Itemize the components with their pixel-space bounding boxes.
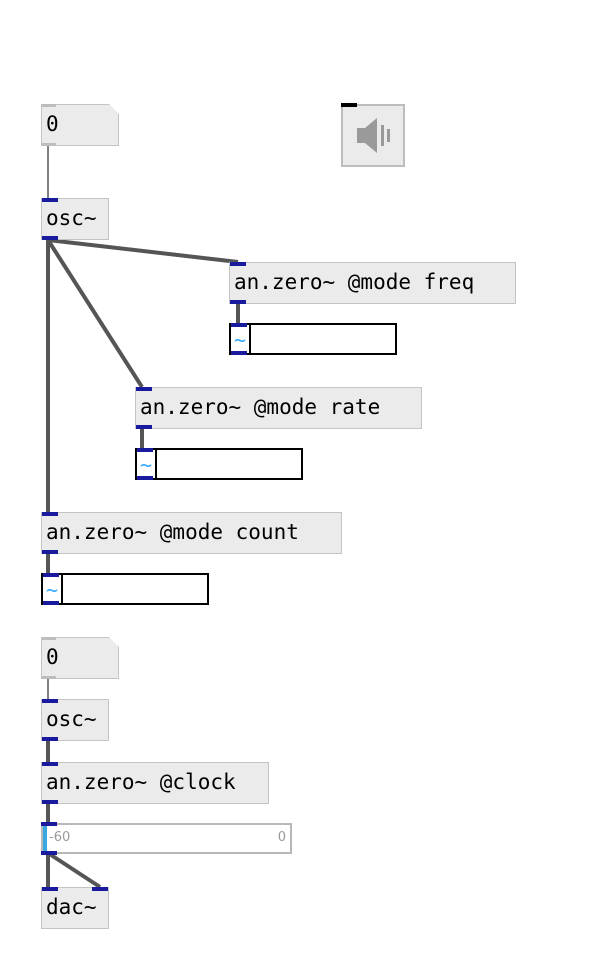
zero-clock-object[interactable]: an.zero~ @clock xyxy=(41,762,269,804)
zero-rate-object[interactable]: an.zero~ @mode rate xyxy=(135,387,422,429)
inlet[interactable] xyxy=(42,637,56,640)
osc-object-bottom[interactable]: osc~ xyxy=(41,699,109,741)
inlet[interactable] xyxy=(137,448,153,452)
dsp-toggle[interactable] xyxy=(341,103,405,167)
outlet[interactable] xyxy=(42,737,58,741)
outlet[interactable] xyxy=(136,425,152,429)
inlet[interactable] xyxy=(41,822,57,826)
signal-indicator-icon: ~ xyxy=(43,575,63,603)
meter-knob[interactable] xyxy=(43,825,47,852)
dsp-inlet xyxy=(341,103,357,107)
message-box-bottom-label: 0 xyxy=(46,645,59,669)
outlet[interactable] xyxy=(42,143,56,146)
message-box-top-label: 0 xyxy=(46,112,59,136)
zero-rate-object-label: an.zero~ @mode rate xyxy=(140,395,381,419)
inlet[interactable] xyxy=(42,762,58,766)
inlet[interactable] xyxy=(42,512,58,516)
inlet[interactable] xyxy=(230,262,246,266)
signal-indicator-icon: ~ xyxy=(137,450,157,478)
dac-object-label: dac~ xyxy=(46,895,97,919)
inlet[interactable] xyxy=(43,573,59,577)
outlet[interactable] xyxy=(231,351,247,355)
cord-meter-to-dac-right xyxy=(46,851,102,889)
speaker-icon xyxy=(357,118,390,153)
signal-indicator-icon: ~ xyxy=(231,325,251,353)
inlet[interactable] xyxy=(42,699,58,703)
cord-osc-to-rate xyxy=(46,238,144,389)
dac-object[interactable]: dac~ xyxy=(41,887,109,929)
outlet[interactable] xyxy=(41,851,57,855)
outlet[interactable] xyxy=(42,800,58,804)
outlet[interactable] xyxy=(43,601,59,605)
meter-max-label: 0 xyxy=(277,830,286,845)
inlet[interactable] xyxy=(42,104,56,107)
level-meter[interactable]: -60 0 xyxy=(41,822,292,855)
meter-min-label: -60 xyxy=(49,830,71,845)
inlet-right[interactable] xyxy=(92,887,108,891)
osc-object-top-label: osc~ xyxy=(46,206,97,230)
number-tilde-freq[interactable]: ~ xyxy=(229,323,397,355)
zero-count-object-label: an.zero~ @mode count xyxy=(46,520,299,544)
inlet-left[interactable] xyxy=(42,887,58,891)
inlet[interactable] xyxy=(231,323,247,327)
inlet[interactable] xyxy=(136,387,152,391)
osc-object-bottom-label: osc~ xyxy=(46,707,97,731)
zero-count-object[interactable]: an.zero~ @mode count xyxy=(41,512,342,554)
message-box-bottom[interactable]: 0 xyxy=(41,637,119,679)
outlet[interactable] xyxy=(230,300,246,304)
outlet[interactable] xyxy=(137,476,153,480)
message-box-top[interactable]: 0 xyxy=(41,104,119,146)
zero-clock-object-label: an.zero~ @clock xyxy=(46,770,236,794)
zero-freq-object-label: an.zero~ @mode freq xyxy=(234,270,475,294)
outlet[interactable] xyxy=(42,676,56,679)
outlet[interactable] xyxy=(42,550,58,554)
cord-osc-to-freq xyxy=(47,238,239,264)
number-tilde-rate[interactable]: ~ xyxy=(135,448,303,480)
osc-object-top[interactable]: osc~ xyxy=(41,198,109,240)
zero-freq-object[interactable]: an.zero~ @mode freq xyxy=(229,262,516,304)
outlet[interactable] xyxy=(42,236,58,240)
number-tilde-count[interactable]: ~ xyxy=(41,573,209,605)
inlet[interactable] xyxy=(42,198,58,202)
